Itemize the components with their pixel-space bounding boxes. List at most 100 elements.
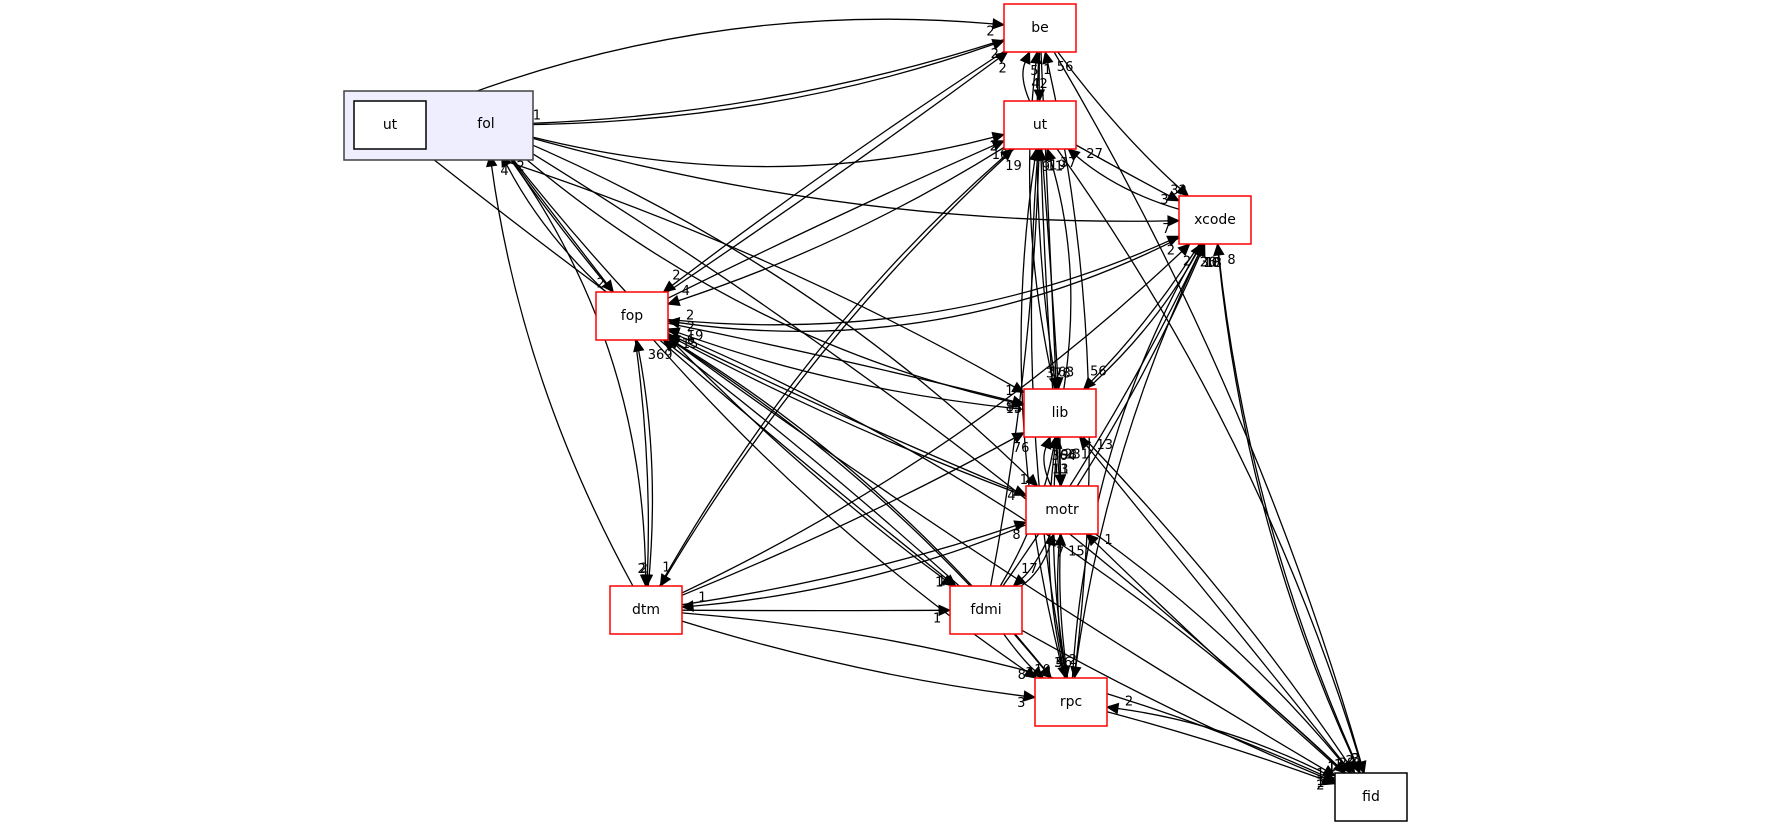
edge-fid-to-rpc[interactable]: 2 bbox=[1105, 694, 1336, 779]
edge-count-label[interactable]: 19 bbox=[1005, 159, 1022, 174]
edge-fol-to-be[interactable]: 2 bbox=[515, 39, 1006, 126]
edge-count-label[interactable]: 13 bbox=[1097, 438, 1114, 453]
edge-count-label[interactable]: 7 bbox=[1162, 222, 1170, 237]
edge-count-label[interactable]: 1 bbox=[1020, 473, 1028, 488]
edge-count-label[interactable]: 27 bbox=[1086, 147, 1103, 162]
edge-fop-to-be[interactable]: 2 bbox=[667, 51, 1009, 293]
edge-dtm-to-fdmi[interactable]: 1 bbox=[681, 604, 952, 626]
edge-count-label[interactable]: 11 bbox=[1052, 462, 1069, 477]
node-lib[interactable]: lib bbox=[1023, 388, 1097, 438]
edge-count-label[interactable]: 34 bbox=[1025, 666, 1042, 681]
edge-count-label[interactable]: 2 bbox=[1351, 752, 1359, 767]
edge-count-label[interactable]: 2 bbox=[999, 62, 1007, 77]
edge-count-label[interactable]: 2 bbox=[672, 268, 680, 283]
edge-count-label[interactable]: 2 bbox=[986, 24, 994, 39]
edge-motr-to-fdmi[interactable]: 17 bbox=[1012, 533, 1052, 587]
edge-count-label[interactable]: 2 bbox=[1316, 779, 1324, 794]
edge-fol_ut-to-lib[interactable]: 1 bbox=[425, 135, 1026, 399]
edge-dtm-to-fol[interactable]: 4 bbox=[486, 153, 634, 587]
node-be[interactable]: be bbox=[1003, 3, 1077, 53]
node-fid[interactable]: fid bbox=[1334, 772, 1408, 822]
edge-count-label[interactable]: 3 bbox=[1352, 752, 1360, 767]
edge-count-label[interactable]: 1 bbox=[1005, 384, 1013, 399]
edge-ut-to-lib[interactable]: 163 bbox=[1041, 148, 1075, 391]
edge-count-label[interactable]: 76 bbox=[1013, 441, 1030, 456]
edge-xcode-to-fid[interactable]: 2 bbox=[1216, 243, 1361, 775]
edge-count-label[interactable]: 3 bbox=[1017, 696, 1025, 711]
edge-ut-to-fop[interactable]: 4 bbox=[666, 146, 1005, 306]
edge-be-to-ut[interactable]: 42 bbox=[1031, 51, 1048, 103]
edge-count-label[interactable]: 30 bbox=[1200, 256, 1217, 271]
edge-xcode-to-rpc[interactable]: 2 bbox=[1069, 243, 1205, 680]
edge-count-label[interactable]: 2 bbox=[1125, 694, 1133, 709]
edge-count-label[interactable]: 364 bbox=[1051, 449, 1076, 464]
edge-count-label[interactable]: 1 bbox=[698, 591, 706, 606]
edge-fol_ut-to-be[interactable]: 2 bbox=[425, 18, 1006, 112]
edge-count-label[interactable]: 2 bbox=[687, 320, 695, 335]
edge-lib-to-motr[interactable]: 11 bbox=[1052, 436, 1069, 488]
edge-count-label[interactable]: 19 bbox=[1049, 159, 1066, 174]
edge-motr-to-dtm[interactable]: 1 bbox=[680, 524, 1027, 612]
edge-count-label[interactable]: 1 bbox=[1043, 63, 1051, 78]
edge-count-label[interactable]: 46 bbox=[1056, 656, 1073, 671]
edge-fop-to-dtm[interactable]: 2 bbox=[634, 339, 654, 588]
edge-rpc-to-fid[interactable]: 2 bbox=[1106, 711, 1337, 794]
edge-fop-to-lib[interactable]: 83 bbox=[667, 322, 1026, 416]
edge-fop-to-fol[interactable]: 2 bbox=[501, 153, 607, 293]
edge-count-label[interactable]: 3 bbox=[1054, 656, 1062, 671]
edge-count-label[interactable]: 4 bbox=[1007, 489, 1015, 504]
edge-lib-to-fid[interactable]: 28 bbox=[1082, 436, 1356, 774]
edge-be-to-fol[interactable]: 1 bbox=[514, 38, 1005, 130]
edge-motr-to-lib[interactable]: 364 bbox=[1040, 435, 1076, 487]
edge-ut-to-dtm[interactable]: 1 bbox=[659, 148, 1015, 588]
edge-count-label[interactable]: 4 bbox=[500, 164, 508, 179]
edge-fdmi-to-rpc[interactable]: 34 bbox=[1003, 633, 1045, 681]
edge-count-label[interactable]: 2 bbox=[517, 159, 525, 174]
edge-count-label[interactable]: 17 bbox=[1021, 562, 1038, 577]
edge-count-label[interactable]: 8 bbox=[1018, 668, 1026, 683]
edge-xcode-to-ut[interactable]: 27 bbox=[1067, 147, 1180, 210]
edge-count-label[interactable]: 1 bbox=[662, 560, 670, 575]
edge-count-label[interactable]: 1 bbox=[1104, 533, 1112, 548]
edge-count-label[interactable]: 1 bbox=[533, 108, 541, 123]
node-fdmi[interactable]: fdmi bbox=[949, 585, 1023, 635]
node-ut[interactable]: ut bbox=[1003, 100, 1077, 150]
edge-dtm-to-lib[interactable]: 76 bbox=[681, 432, 1030, 596]
edge-count-label[interactable]: 1 bbox=[935, 575, 943, 590]
edge-count-label[interactable]: 10 bbox=[1203, 256, 1220, 271]
edge-count-label[interactable]: 2 bbox=[1346, 754, 1354, 769]
edge-be-to-fop[interactable]: 2 bbox=[662, 50, 1005, 293]
edge-count-label[interactable]: 4 bbox=[682, 284, 690, 299]
edge-count-label[interactable]: 2 bbox=[638, 562, 646, 577]
edge-count-label[interactable]: 56 bbox=[1090, 364, 1107, 379]
edge-count-label[interactable]: 2 bbox=[1183, 255, 1191, 270]
edge-fop-to-motr[interactable]: 4 bbox=[667, 332, 1028, 504]
edge-count-label[interactable]: 1 bbox=[938, 575, 946, 590]
edge-dtm-to-rpc[interactable]: 3 bbox=[681, 620, 1037, 711]
edge-fol-to-xcode[interactable]: 7 bbox=[515, 132, 1181, 237]
edge-count-label[interactable]: 369 bbox=[648, 348, 673, 363]
edge-count-label[interactable]: 19 bbox=[687, 329, 704, 344]
edge-fol-to-fdmi[interactable]: 1 bbox=[509, 154, 955, 590]
edge-count-label[interactable]: 231 bbox=[1064, 448, 1089, 463]
edge-count-label[interactable]: 11 bbox=[1047, 159, 1064, 174]
edge-motr-to-fid[interactable]: 1 bbox=[1095, 533, 1352, 774]
node-fop[interactable]: fop bbox=[595, 291, 669, 341]
node-rpc[interactable]: rpc bbox=[1034, 677, 1108, 727]
edge-be-to-xcode[interactable]: 32 bbox=[1057, 51, 1190, 199]
edge-count-label[interactable]: 8 bbox=[1012, 528, 1020, 543]
edge-fol-to-ut[interactable]: 2 bbox=[515, 131, 1006, 168]
edge-count-label[interactable]: 18 bbox=[1205, 256, 1222, 271]
edge-motr-to-rpc[interactable]: 46 bbox=[1056, 533, 1073, 680]
edge-lib-to-fop[interactable]: 2 bbox=[666, 320, 1025, 411]
node-motr[interactable]: motr bbox=[1025, 485, 1099, 535]
edge-count-label[interactable]: 1 bbox=[933, 611, 941, 626]
edge-dtm-to-xcode[interactable]: 2 bbox=[681, 243, 1191, 594]
edge-rpc-to-motr[interactable]: 15 bbox=[1054, 532, 1085, 679]
edge-count-label[interactable]: 1 bbox=[1327, 760, 1335, 775]
node-dtm[interactable]: dtm bbox=[609, 585, 683, 635]
edge-count-label[interactable]: 42 bbox=[1031, 77, 1048, 92]
node-xcode[interactable]: xcode bbox=[1178, 195, 1252, 245]
edge-count-label[interactable]: 2 bbox=[686, 309, 694, 324]
edge-count-label[interactable]: 56 bbox=[1057, 60, 1074, 75]
